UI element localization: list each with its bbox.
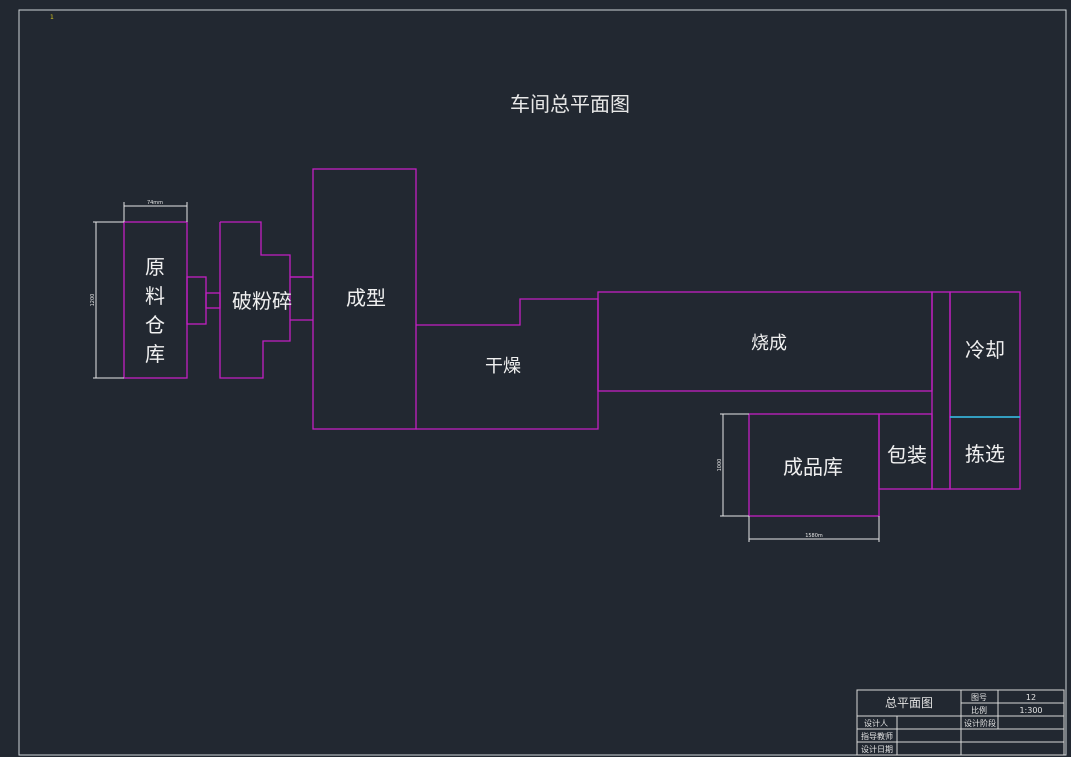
title-block-name: 总平面图 — [885, 696, 933, 710]
room-packing: 包装 — [878, 413, 933, 490]
dimension-store-height: 1000 — [717, 413, 749, 517]
store-width-value: 1580m — [805, 533, 823, 539]
raw-material-label-2: 料 — [145, 284, 165, 308]
product-store-outline — [748, 413, 880, 517]
drawing-no-label: 图号 — [971, 693, 987, 702]
advisor-label: 指导教师 — [861, 731, 893, 741]
scale-label: 比例 — [971, 705, 987, 715]
raw-width-value: 74mm — [147, 200, 163, 206]
scale-value: 1:300 — [1019, 706, 1042, 715]
raw-height-value: 1200 — [90, 294, 96, 307]
outer-frame — [18, 9, 1067, 756]
drawing-title: 车间总平面图 — [510, 92, 630, 116]
firing-label: 烧成 — [751, 333, 787, 354]
forming-outline — [312, 168, 417, 430]
room-product-store: 成品库 — [748, 413, 880, 517]
corridor-strip — [931, 291, 951, 490]
room-drying: 干燥 — [416, 298, 599, 430]
packing-label: 包装 — [887, 443, 927, 467]
product-store-label: 成品库 — [783, 455, 843, 479]
dimension-store-width: 1580m — [748, 516, 880, 542]
room-sorting: 拣选 — [949, 416, 1021, 490]
design-date-label: 设计日期 — [861, 744, 893, 754]
cooling-label: 冷却 — [965, 338, 1005, 362]
crushing-label: 破粉碎 — [232, 289, 292, 313]
drying-label: 干燥 — [485, 356, 521, 377]
design-stage-label: 设计阶段 — [964, 718, 996, 728]
room-raw-material: 原 料 仓 库 — [123, 221, 188, 379]
sorting-label: 拣选 — [965, 442, 1005, 466]
connector-raw-crushing — [186, 276, 221, 325]
forming-label: 成型 — [346, 286, 386, 310]
drying-outline — [416, 298, 599, 430]
crushing-outline — [219, 221, 291, 379]
title-block: 总平面图 图号 12 比例 1:300 设计人 设计阶段 指导教师 设计日期 — [856, 689, 1065, 756]
raw-material-label-1: 原 — [145, 255, 165, 279]
raw-material-label-3: 仓 — [145, 313, 165, 337]
room-forming: 成型 — [312, 168, 417, 430]
store-height-value: 1000 — [717, 459, 723, 472]
dimension-raw-width: 74mm — [123, 200, 188, 222]
designer-label: 设计人 — [864, 718, 888, 728]
dimension-raw-height: 1200 — [90, 221, 124, 379]
room-firing: 烧成 — [597, 291, 933, 392]
drawing-no-value: 12 — [1026, 693, 1036, 702]
room-crushing: 破粉碎 — [219, 221, 292, 379]
raw-material-label-4: 库 — [145, 342, 165, 366]
corner-marker: 1 — [50, 14, 54, 21]
room-cooling: 冷却 — [949, 291, 1021, 418]
